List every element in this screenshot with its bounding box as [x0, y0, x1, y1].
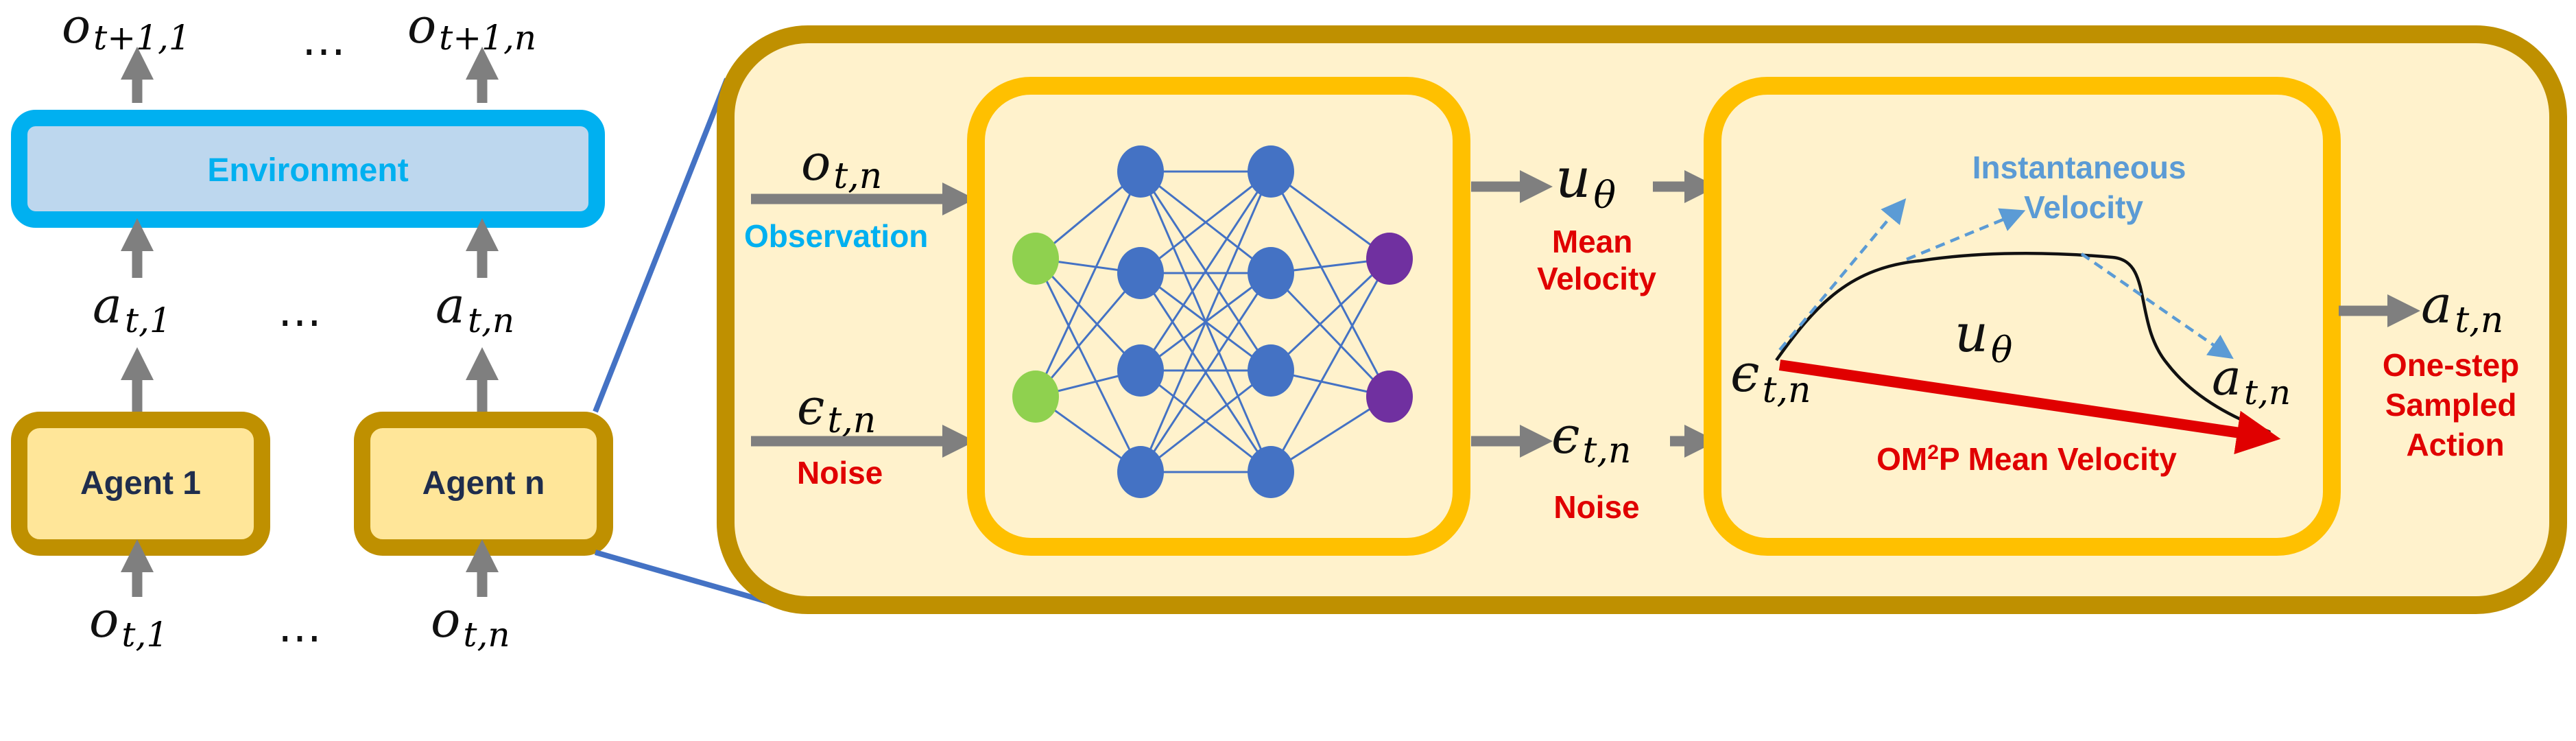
agent-1-label: Agent 1: [80, 465, 201, 502]
network-edge: [1269, 258, 1391, 473]
network-edge: [1269, 257, 1391, 372]
neural-network-edges: [1034, 170, 1391, 473]
network-edge: [1269, 272, 1391, 398]
network-edge: [1139, 171, 1272, 473]
next-obs-n: ot+1,n: [407, 0, 536, 58]
mean-velocity-arrow: [1778, 360, 2281, 455]
one-step-action-label: One-step Sampled Action: [2383, 347, 2528, 462]
network-node: [1117, 145, 1164, 198]
flow-u-theta: uθ: [1955, 303, 2012, 371]
u-theta-output: uθ: [1555, 146, 1616, 217]
bottom-ellipsis: …: [278, 602, 322, 652]
network-edge: [1140, 170, 1272, 274]
final-action: at,n: [2421, 274, 2503, 341]
network-edge: [1034, 272, 1142, 397]
om2p-mean-velocity-label: OM2P Mean Velocity: [1876, 441, 2177, 477]
middle-ellipsis: …: [278, 286, 322, 337]
network-edge: [1140, 369, 1272, 473]
environment-box: [11, 110, 605, 228]
network-node: [1248, 446, 1294, 498]
instantaneous-velocity-label: Instantaneous Velocity: [1972, 150, 2195, 225]
observation-label: Observation: [744, 218, 928, 254]
policy-panel: ot,n Observation ϵt,n Noise uθ Mean Velo…: [717, 25, 2567, 614]
network-edge: [1034, 257, 1142, 372]
noise-output-label: Noise: [1553, 489, 1639, 525]
top-ellipsis: …: [302, 15, 346, 66]
network-node: [1248, 145, 1294, 198]
flow-box: [1704, 77, 2341, 556]
environment-label: Environment: [207, 152, 408, 189]
obs-input: ot,n: [801, 134, 882, 197]
multi-agent-system: ot+1,1 … ot+1,n Environment at,1 … at,n …: [11, 0, 613, 655]
network-node: [1248, 344, 1294, 397]
noise-label: Noise: [797, 455, 883, 491]
noise-input: ϵt,n: [797, 378, 876, 441]
network-edge: [1269, 171, 1391, 397]
network-edge: [1139, 171, 1272, 371]
instant-velocity-arrow-2: [1906, 208, 2026, 261]
network-node: [1117, 344, 1164, 397]
flow-action: at,n: [2212, 349, 2291, 412]
noise-output: ϵt,n: [1551, 406, 1631, 471]
flow-epsilon: ϵt,n: [1730, 342, 1811, 411]
next-obs-1: ot+1,1: [62, 0, 191, 58]
action-n: at,n: [436, 277, 514, 340]
agent-n-label: Agent n: [422, 465, 545, 502]
neural-network-box: [967, 77, 1470, 556]
network-edge: [1034, 258, 1142, 473]
network-node: [1117, 247, 1164, 299]
network-edge: [1139, 272, 1272, 473]
zoom-line-bottom: [594, 550, 776, 607]
action-1: at,1: [93, 277, 171, 340]
network-node: [1366, 233, 1413, 285]
network-node: [1366, 370, 1413, 423]
network-node: [1012, 370, 1059, 423]
flow-trajectory-curve: [1775, 251, 2271, 434]
network-node: [1117, 446, 1164, 498]
mean-velocity-label: Mean Velocity: [1537, 224, 1656, 296]
network-node: [1012, 233, 1059, 285]
instant-velocity-arrow-3: [2080, 252, 2234, 360]
network-node: [1248, 247, 1294, 299]
zoom-line-top: [593, 78, 730, 413]
obs-n: ot,n: [431, 591, 510, 655]
network-edge: [1270, 170, 1390, 260]
neural-network-nodes: [1012, 145, 1413, 498]
obs-1: ot,1: [89, 591, 168, 655]
network-edge: [1034, 171, 1142, 397]
